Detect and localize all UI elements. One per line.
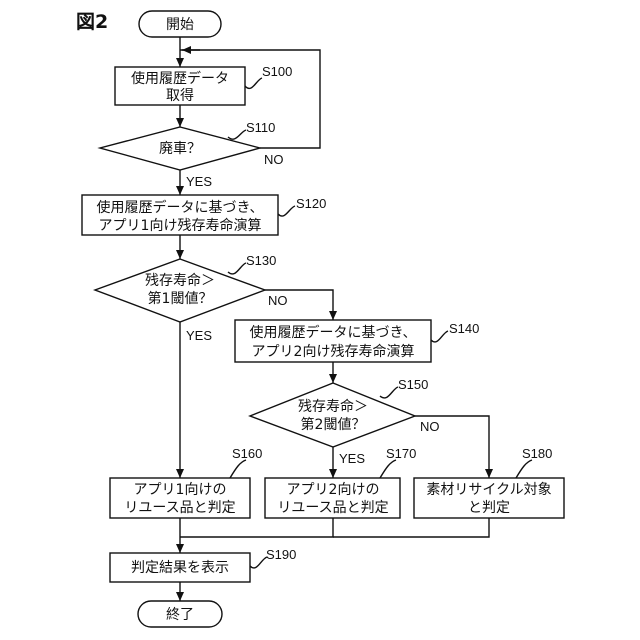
s100-line-1: 使用履歴データ (131, 70, 229, 87)
s150-yes-label: YES (339, 451, 365, 466)
s110-yes-label: YES (186, 174, 212, 189)
step-s100: 使用履歴データ 取得 S100 (115, 64, 292, 105)
s160-line-1: アプリ1向けの (134, 482, 227, 498)
s120-id: S120 (296, 196, 326, 211)
s130-no-label: NO (268, 293, 288, 308)
s110-no-label: NO (264, 152, 284, 167)
s120-line-1: 使用履歴データに基づき、 (96, 199, 263, 216)
s170-id: S170 (386, 446, 416, 461)
step-s160: アプリ1向けの リユース品と判定 S160 (110, 446, 262, 518)
s130-id: S130 (246, 253, 276, 268)
s100-id: S100 (262, 64, 292, 79)
s160-line-2: リユース品と判定 (124, 500, 235, 516)
s170-leader (380, 460, 396, 478)
s140-line-1: 使用履歴データに基づき、 (249, 324, 416, 341)
s120-leader (278, 206, 295, 216)
s190-text: 判定結果を表示 (131, 560, 229, 576)
s160-id: S160 (232, 446, 262, 461)
s110-leader (228, 130, 246, 139)
merge-s180 (333, 518, 489, 537)
s140-id: S140 (449, 321, 479, 336)
s160-leader (230, 460, 246, 478)
s180-id: S180 (522, 446, 552, 461)
end-terminal: 終了 (138, 601, 222, 627)
s180-line-2: と判定 (468, 500, 510, 516)
decision-s110: 廃車？ S110 NO YES (100, 120, 284, 189)
s180-line-1: 素材リサイクル対象 (426, 482, 551, 498)
s190-leader (250, 557, 267, 568)
merge-s170 (180, 518, 333, 537)
s150-leader (380, 387, 398, 398)
s110-text: 廃車？ (159, 140, 201, 157)
s110-id: S110 (246, 120, 275, 135)
s130-line-2: 第1閾値？ (148, 290, 213, 307)
s190-id: S190 (266, 547, 296, 562)
step-s190: 判定結果を表示 S190 (110, 547, 296, 582)
s150-line-1: 残存寿命＞ (298, 398, 368, 415)
step-s120: 使用履歴データに基づき、 アプリ1向け残存寿命演算 S120 (82, 195, 326, 235)
s170-line-1: アプリ2向けの (287, 482, 380, 498)
s150-id: S150 (398, 377, 428, 392)
s130-yes-label: YES (186, 328, 212, 343)
s100-leader (245, 78, 262, 88)
s100-line-2: 取得 (166, 87, 194, 104)
start-terminal: 開始 (139, 11, 221, 37)
s130-leader (228, 263, 246, 274)
figure-label: 図2 (76, 11, 108, 33)
s170-line-2: リユース品と判定 (277, 500, 388, 516)
s120-line-2: アプリ1向け残存寿命演算 (99, 217, 262, 234)
s130-line-1: 残存寿命＞ (145, 272, 215, 289)
s140-line-2: アプリ2向け残存寿命演算 (252, 343, 415, 360)
s150-no-label: NO (420, 419, 440, 434)
end-label: 終了 (166, 607, 194, 623)
s150-line-2: 第2閾値？ (301, 416, 366, 433)
s140-leader (431, 331, 448, 342)
step-s140: 使用履歴データに基づき、 アプリ2向け残存寿命演算 S140 (235, 320, 479, 362)
s180-leader (516, 460, 532, 478)
start-label: 開始 (166, 17, 194, 33)
